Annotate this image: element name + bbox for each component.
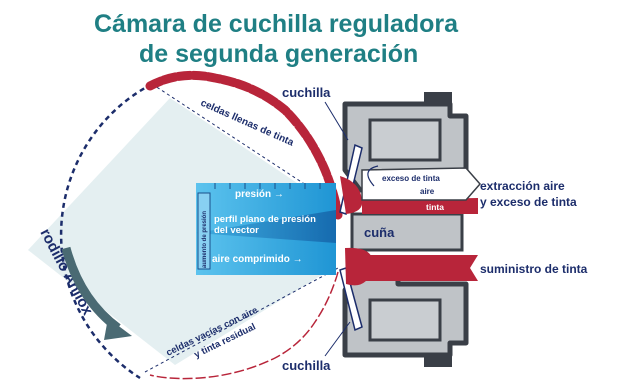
supply-label: suministro de tinta <box>480 262 588 276</box>
blade-top-label: cuchilla <box>282 85 331 100</box>
excess-ink-label: exceso de tinta <box>382 174 440 183</box>
title-line-2: de segunda generación <box>139 40 418 68</box>
pressure-label: presión → <box>235 189 284 200</box>
excess-ink-curve-arrow <box>367 165 379 187</box>
title-line-1: Cámara de cuchilla reguladora <box>94 10 459 38</box>
extraction-label-2: y exceso de tinta <box>480 195 577 209</box>
blade-bottom-leader <box>324 321 351 357</box>
pressure-profile-label-1: perfil plano de presión <box>214 214 316 225</box>
pressure-scale-bar <box>197 192 211 270</box>
air-label: aire <box>420 187 435 196</box>
roller-light-sector <box>28 98 330 365</box>
empty-cells <box>149 271 339 380</box>
pressure-profile-label-2: del vector <box>214 225 259 236</box>
bottom-doctor-blade <box>339 267 363 332</box>
extraction-label-1: extracción aire <box>480 179 565 193</box>
top-bolt <box>424 92 452 104</box>
ink-chamber <box>340 176 478 286</box>
pressure-scale-ticks <box>214 183 321 189</box>
top-clamp <box>368 118 442 162</box>
bottom-bolt <box>424 355 452 367</box>
pressure-scale-label: aumento de presión <box>202 211 208 268</box>
compressed-air-label: aire comprimido → <box>212 254 303 265</box>
blade-top-leader <box>324 101 349 141</box>
ink-supply-ribbon <box>360 255 478 281</box>
bottom-clamp <box>368 298 442 342</box>
chamber-body <box>342 92 469 367</box>
ink-exhaust-band <box>362 198 478 214</box>
flat-pressure-profile <box>196 210 336 243</box>
blade-bottom-label: cuchilla <box>282 358 331 373</box>
roller-radius-bottom <box>144 267 339 373</box>
roller-rotation-arrowhead <box>104 318 132 340</box>
wedge-label: cuña <box>364 225 395 240</box>
exhaust-arrow <box>361 167 481 201</box>
wedge-block <box>350 212 464 252</box>
ink-label: tinta <box>426 202 444 212</box>
roller-radius-top <box>151 83 339 207</box>
filled-cells <box>145 70 343 220</box>
